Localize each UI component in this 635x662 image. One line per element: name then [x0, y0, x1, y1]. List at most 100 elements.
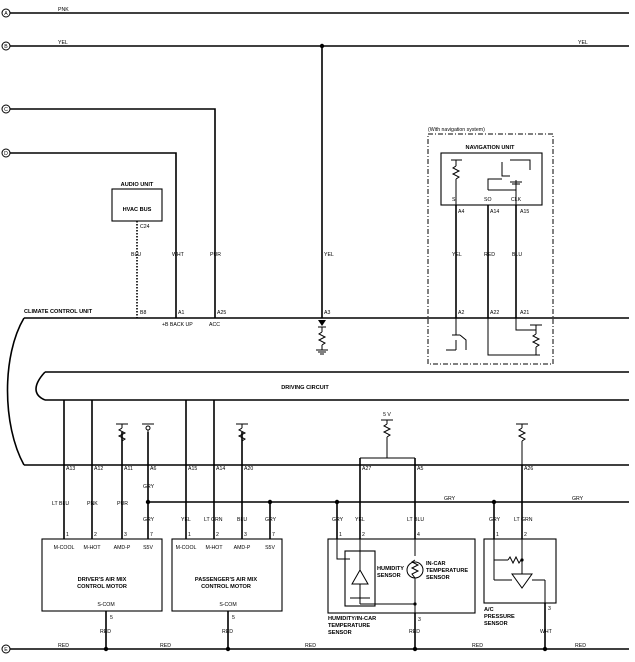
nav-ccu-pin-a21: A21 [520, 310, 529, 316]
gry-wire-label-left: GRY [143, 484, 155, 490]
driver-terminal-amdp: AMD-P [114, 545, 131, 551]
humidity-sensor-name-3: SENSOR [328, 630, 352, 636]
humidity-sensor-name-2: TEMPERATURE [328, 623, 370, 629]
nav-ccu-pin-a2: A2 [458, 310, 464, 316]
ac-wire-wht: WHT [540, 629, 553, 635]
audio-unit-pin: C24 [140, 224, 150, 230]
nav-ccu-pin-a22: A22 [490, 310, 499, 316]
navigation-note: (With navigation system) [428, 127, 485, 133]
ccu-pin-a20: A20 [244, 466, 253, 472]
gry-bus: GRY GRY [145, 496, 629, 505]
driver-pin-1: 1 [66, 532, 69, 538]
passenger-terminal-mcool: M-COOL [176, 545, 197, 551]
wire-yel-a3-label: YEL [324, 252, 334, 258]
ccu-pin-a25: A25 [217, 310, 226, 316]
ccu-pin-a15b: A15 [188, 466, 197, 472]
rail-b: B YEL YEL [1, 40, 629, 51]
audio-unit-wire: BLU [131, 252, 141, 258]
driver-pin-5: 5 [110, 615, 113, 621]
audio-unit: AUDIO UNIT HVAC BUS C24 BLU [111, 182, 163, 318]
wire-pur-label: PUR [210, 252, 221, 258]
ac-pressure-sensor: 1 2 3 A/C PRESSURE SENSOR WHT [483, 532, 557, 652]
ac-sensor-name-2: PRESSURE [484, 614, 515, 620]
ac-wire-ltgrn: LT GRN [514, 517, 533, 523]
passenger-wires: A15 A14 A20 YEL LT GRN BLU GRY [181, 400, 277, 539]
rail-e: E RED RED RED RED RED [1, 643, 629, 654]
nav-wire-yel: YEL [452, 252, 462, 258]
ccu-pin-a14b: A14 [216, 466, 225, 472]
passenger-wire-red: RED [222, 629, 233, 635]
rail-d-letter: D [4, 151, 8, 157]
passenger-terminal-amdp: AMD-P [234, 545, 251, 551]
incar-sensor-label-3: SENSOR [426, 575, 450, 581]
driver-pin-3: 3 [124, 532, 127, 538]
passenger-terminal-mhot: M-HOT [206, 545, 224, 551]
driver-wire-gry: GRY [143, 517, 155, 523]
navigation-unit-title: NAVIGATION UNIT [466, 145, 515, 151]
humidity-pin-1: 1 [339, 532, 342, 538]
passenger-wire-blu: BLU [237, 517, 247, 523]
passenger-wire-gry: GRY [265, 517, 277, 523]
passenger-pin-1: 1 [188, 532, 191, 538]
ccu-terminal-backup: +B BACK UP [162, 322, 193, 328]
audio-unit-bus: HVAC BUS [123, 207, 152, 213]
driver-motor-name-2: CONTROL MOTOR [77, 584, 127, 590]
passenger-wire-ltgrn: LT GRN [204, 517, 223, 523]
humidity-incar-sensor: 1 2 4 HUMIDITY SENSOR IN-CAR TEMPERATURE… [327, 532, 476, 652]
rail-e-label-5: RED [575, 643, 586, 649]
ccu-pin-a26: A26 [524, 466, 533, 472]
ccu-pin-a12: A12 [94, 466, 103, 472]
nav-pin-a14: A14 [490, 209, 499, 215]
ac-wires: A26 GRY LT GRN [489, 423, 533, 539]
ccu-pin-a6: A6 [150, 466, 156, 472]
rail-e-letter: E [4, 647, 8, 653]
humidity-pin-3: 3 [418, 617, 421, 623]
gry-wire-label-right: GRY [572, 496, 584, 502]
yel-power-wire: YEL [319, 43, 334, 318]
climate-control-unit: CLIMATE CONTROL UNIT DRIVING CIRCUIT B8 … [6, 309, 629, 466]
navigation-section: (With navigation system) NAVIGATION UNIT… [427, 127, 554, 365]
ccu-title: CLIMATE CONTROL UNIT [24, 309, 93, 315]
humidity-pin-4: 4 [417, 532, 420, 538]
passenger-terminal-scom: S-COM [219, 602, 236, 608]
rail-e-label-4: RED [472, 643, 483, 649]
driver-wire-red: RED [100, 629, 111, 635]
passenger-motor-name-1: PASSENGER'S AIR MIX [195, 577, 258, 583]
ac-pin-2: 2 [524, 532, 527, 538]
ccu-pin-a1: A1 [178, 310, 184, 316]
ac-sensor-name-1: A/C [484, 607, 494, 613]
driver-terminal-mcool: M-COOL [54, 545, 75, 551]
ccu-pin-a13: A13 [66, 466, 75, 472]
passenger-pin-7: 7 [272, 532, 275, 538]
nav-terminal-clk: CLK [511, 197, 522, 203]
driver-wire-pur: PUR [117, 501, 128, 507]
humidity-sensor-label-2: SENSOR [377, 573, 401, 579]
rail-e-label-1: RED [58, 643, 69, 649]
ac-pin-1: 1 [496, 532, 499, 538]
rail-b-wire-color-left: YEL [58, 40, 68, 46]
passenger-terminal-s5v: S5V [265, 545, 275, 551]
passenger-pin-5: 5 [232, 615, 235, 621]
gry-wire-label-mid: GRY [444, 496, 456, 502]
rail-a-letter: A [4, 11, 8, 17]
audio-unit-title: AUDIO UNIT [121, 182, 154, 188]
ac-sensor-name-3: SENSOR [484, 621, 508, 627]
rail-b-letter: B [4, 44, 8, 50]
supply-5v: 5 V [383, 412, 391, 418]
ac-wire-gry: GRY [489, 517, 501, 523]
driver-pin-2: 2 [94, 532, 97, 538]
passenger-pin-3: 3 [244, 532, 247, 538]
passenger-wire-yel: YEL [181, 517, 191, 523]
nav-terminal-so: SO [484, 197, 492, 203]
driver-terminal-s5v: S5V [143, 545, 153, 551]
driver-air-mix-motor: 1 2 3 7 M-COOL M-HOT AMD-P S5V DRIVER'S … [41, 532, 163, 652]
ccu-terminal-acc: ACC [209, 322, 220, 328]
nav-terminal-si: SI [452, 197, 457, 203]
humidity-wire-red: RED [409, 629, 420, 635]
ccu-pin-a3: A3 [324, 310, 330, 316]
nav-pin-a4: A4 [458, 209, 464, 215]
driver-wire-pnk: PNK [87, 501, 98, 507]
nav-pin-a15: A15 [520, 209, 529, 215]
passenger-pin-2: 2 [216, 532, 219, 538]
driver-wires: A13 A12 A11 A6 LT BLU PNK PUR GRY GRY [52, 400, 156, 539]
